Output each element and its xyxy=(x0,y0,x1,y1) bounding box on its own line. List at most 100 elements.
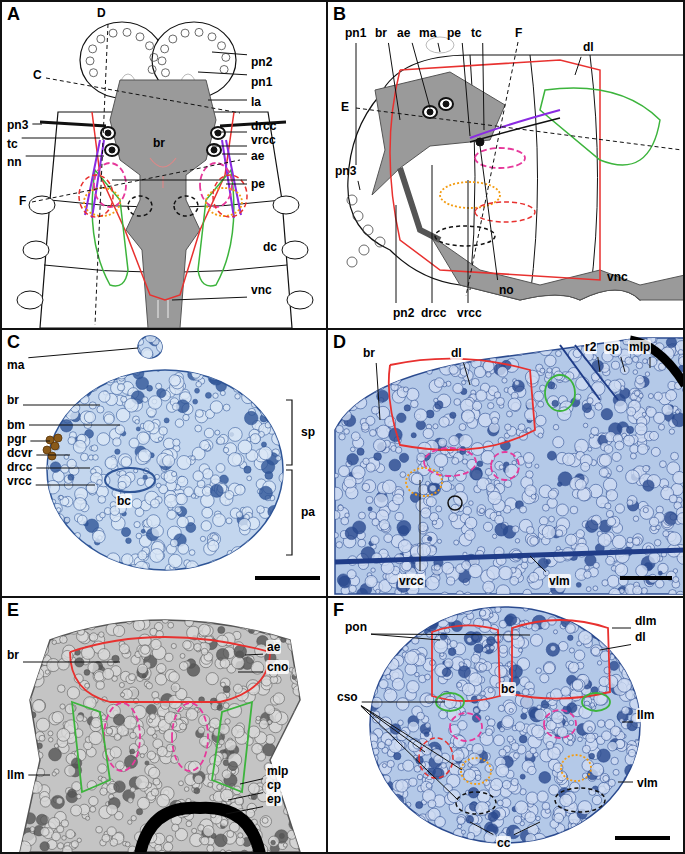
cell xyxy=(465,517,477,529)
segment-line xyxy=(470,55,598,298)
orange-outline xyxy=(440,182,500,208)
cell xyxy=(60,704,65,709)
cell xyxy=(481,450,495,464)
cell xyxy=(666,337,676,347)
cell xyxy=(497,366,508,377)
cell xyxy=(298,740,305,747)
cell xyxy=(486,484,494,492)
cell xyxy=(669,495,677,503)
cell xyxy=(556,546,560,550)
cell xyxy=(86,816,90,820)
cell xyxy=(61,620,71,630)
cell xyxy=(244,617,253,626)
cell xyxy=(591,382,605,396)
cell xyxy=(257,389,270,402)
cell xyxy=(254,397,265,408)
cell xyxy=(341,517,349,525)
cell xyxy=(377,425,390,438)
cell xyxy=(89,552,103,566)
cell xyxy=(204,563,217,576)
cell xyxy=(65,371,72,378)
cell xyxy=(121,607,128,614)
cell xyxy=(163,455,175,467)
brain xyxy=(110,80,216,328)
cell xyxy=(100,788,107,795)
cell xyxy=(57,843,63,849)
cell xyxy=(358,539,366,547)
cell xyxy=(99,368,104,373)
cell xyxy=(525,370,539,384)
cell xyxy=(156,664,166,674)
cell xyxy=(217,437,225,445)
cell xyxy=(36,752,43,759)
cell xyxy=(395,349,399,353)
papilla xyxy=(195,28,203,36)
orange-outline xyxy=(84,188,120,216)
cell xyxy=(553,424,558,429)
cell xyxy=(236,512,242,518)
cell xyxy=(289,776,294,781)
cell xyxy=(606,556,615,565)
cell xyxy=(658,424,664,430)
cell xyxy=(44,425,52,433)
cell xyxy=(57,568,61,572)
cell xyxy=(276,366,284,374)
cell xyxy=(244,555,249,560)
cell xyxy=(149,603,157,611)
cell xyxy=(175,507,181,513)
cell xyxy=(434,454,447,467)
cell xyxy=(462,410,475,423)
cell xyxy=(117,384,124,391)
cell xyxy=(281,637,286,642)
cell xyxy=(63,609,76,622)
cell xyxy=(297,743,311,757)
cell xyxy=(546,559,551,564)
cell xyxy=(331,511,340,520)
cell xyxy=(176,493,187,504)
cell xyxy=(80,611,87,618)
cell xyxy=(217,784,222,789)
cell xyxy=(172,471,177,476)
black-dashed-outline xyxy=(174,196,198,216)
cell xyxy=(67,374,74,381)
cell xyxy=(169,375,180,386)
cell xyxy=(26,638,31,643)
cell xyxy=(40,842,49,851)
cell xyxy=(24,630,30,636)
cell xyxy=(400,350,405,355)
cell xyxy=(452,457,459,464)
cell xyxy=(52,398,62,408)
cell xyxy=(626,470,640,484)
cell xyxy=(502,378,507,383)
papilla xyxy=(353,211,363,221)
cell xyxy=(132,499,142,509)
cell xyxy=(70,394,76,400)
cell xyxy=(530,537,538,545)
cell xyxy=(195,388,200,393)
cell xyxy=(627,407,636,416)
cell xyxy=(627,537,633,543)
cell xyxy=(276,456,281,461)
cell xyxy=(539,342,552,355)
cell xyxy=(136,533,142,539)
cell xyxy=(89,633,97,641)
cell xyxy=(342,410,346,414)
cell xyxy=(77,515,87,525)
cell xyxy=(90,806,96,812)
cell xyxy=(75,614,80,619)
cell xyxy=(148,719,152,723)
cell xyxy=(274,508,282,516)
cell xyxy=(46,543,51,548)
cell xyxy=(177,476,188,487)
cell xyxy=(91,378,97,384)
cell xyxy=(358,512,365,519)
cell xyxy=(488,403,494,409)
cell xyxy=(374,453,382,461)
cell xyxy=(345,527,358,540)
eye-lens xyxy=(211,147,217,153)
cell xyxy=(82,377,93,388)
cell xyxy=(399,453,408,462)
cell xyxy=(479,508,484,513)
papilla xyxy=(208,33,216,41)
cell xyxy=(58,399,62,403)
